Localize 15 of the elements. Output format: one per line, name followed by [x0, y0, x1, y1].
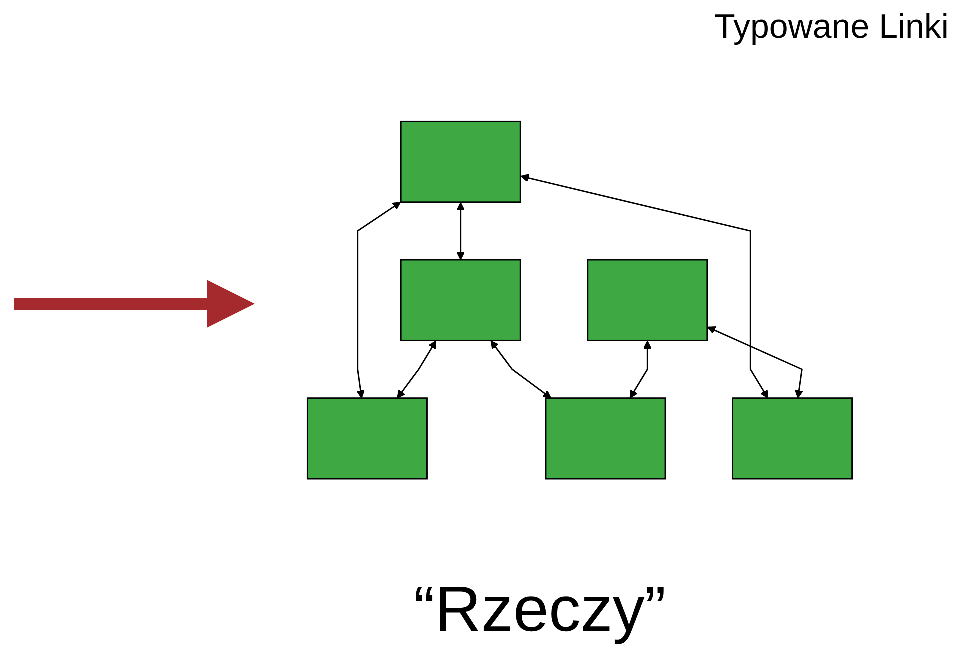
arrow: [707, 326, 804, 398]
node-box: [587, 258, 708, 342]
node-box: [545, 397, 666, 480]
node-box: [400, 258, 522, 342]
node-box: [306, 397, 428, 480]
arrow: [356, 202, 402, 398]
node-box: [400, 120, 522, 203]
arrow: [520, 174, 768, 398]
annotation-text: Typowane Linki: [714, 8, 949, 47]
arrow: [490, 340, 552, 398]
node-box: [732, 397, 854, 480]
arrow: [630, 340, 652, 398]
caption-text: “Rzeczy”: [412, 572, 668, 646]
arrow: [397, 340, 437, 398]
arrow: [456, 202, 466, 260]
